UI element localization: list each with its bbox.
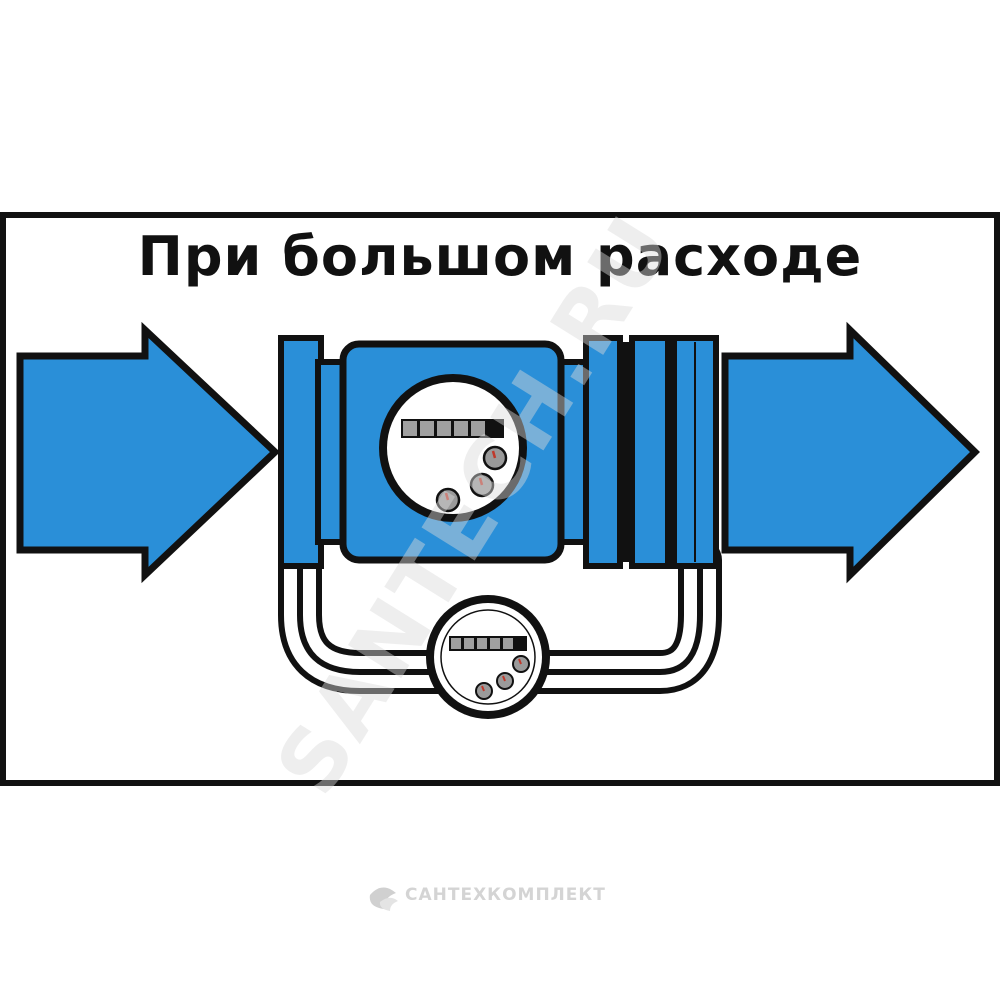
bypass-pipe bbox=[278, 538, 722, 694]
diagram-title: При большом расходе bbox=[138, 225, 863, 288]
brand-name: САНТЕХКОМПЛЕКТ bbox=[405, 885, 606, 905]
santechkomplekt-logo-icon bbox=[369, 887, 398, 911]
right-flange-2 bbox=[622, 342, 632, 562]
outflow-arrow-icon bbox=[721, 321, 981, 584]
left-flange bbox=[278, 335, 324, 569]
bypass-meter-gauges bbox=[475, 655, 530, 700]
main-meter-gauges bbox=[435, 445, 508, 513]
brand-footer: САНТЕХКОМПЛЕКТ bbox=[369, 885, 606, 911]
bypass-meter-counter bbox=[449, 636, 515, 651]
main-meter-dial bbox=[379, 374, 527, 522]
right-flange-3 bbox=[629, 335, 671, 569]
right-flange-1 bbox=[583, 335, 623, 569]
inflow-arrow-icon bbox=[16, 321, 281, 584]
bypass-meter bbox=[426, 595, 550, 719]
main-meter bbox=[278, 335, 719, 569]
main-meter-counter bbox=[401, 419, 487, 438]
